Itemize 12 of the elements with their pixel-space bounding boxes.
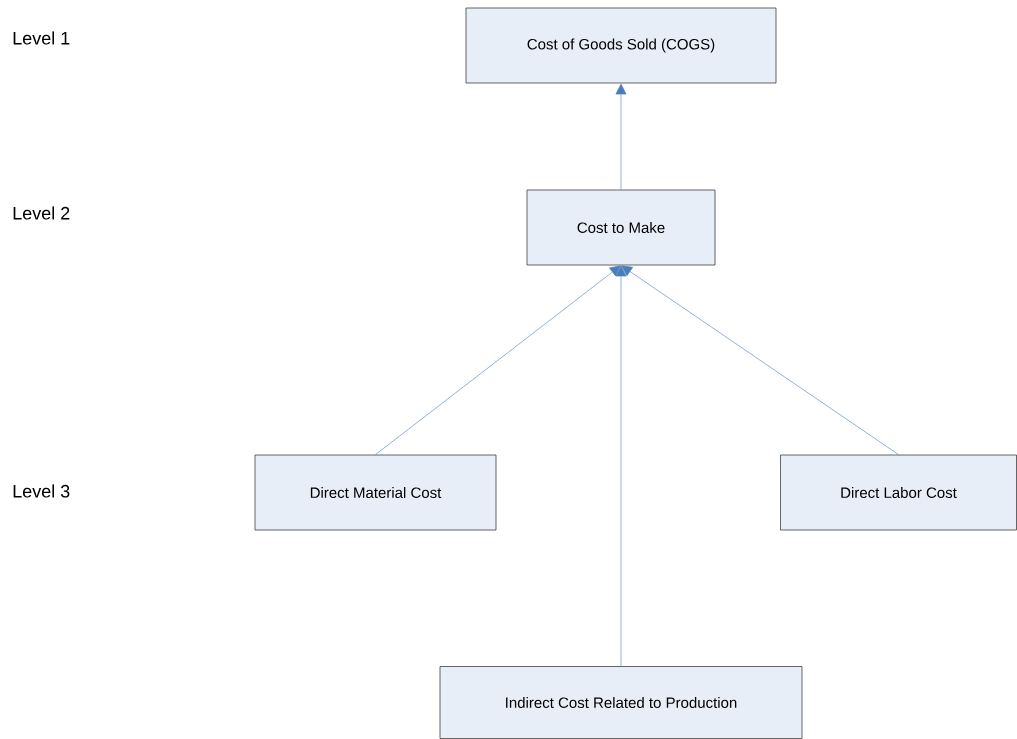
arrow xyxy=(375,265,621,455)
arrow xyxy=(615,83,627,190)
level-label: Level 1 xyxy=(13,31,70,45)
level-label: Level 3 xyxy=(13,484,70,498)
arrow xyxy=(615,265,627,667)
level-label: Level 2 xyxy=(13,206,70,220)
process-box: Direct Labor Cost xyxy=(780,454,1017,531)
arrow xyxy=(621,265,899,455)
process-box: Cost of Goods Sold (COGS) xyxy=(465,7,777,84)
process-box: Direct Material Cost xyxy=(254,454,497,531)
process-box: Cost to Make xyxy=(526,189,716,266)
process-box: Indirect Cost Related to Production xyxy=(439,666,803,739)
